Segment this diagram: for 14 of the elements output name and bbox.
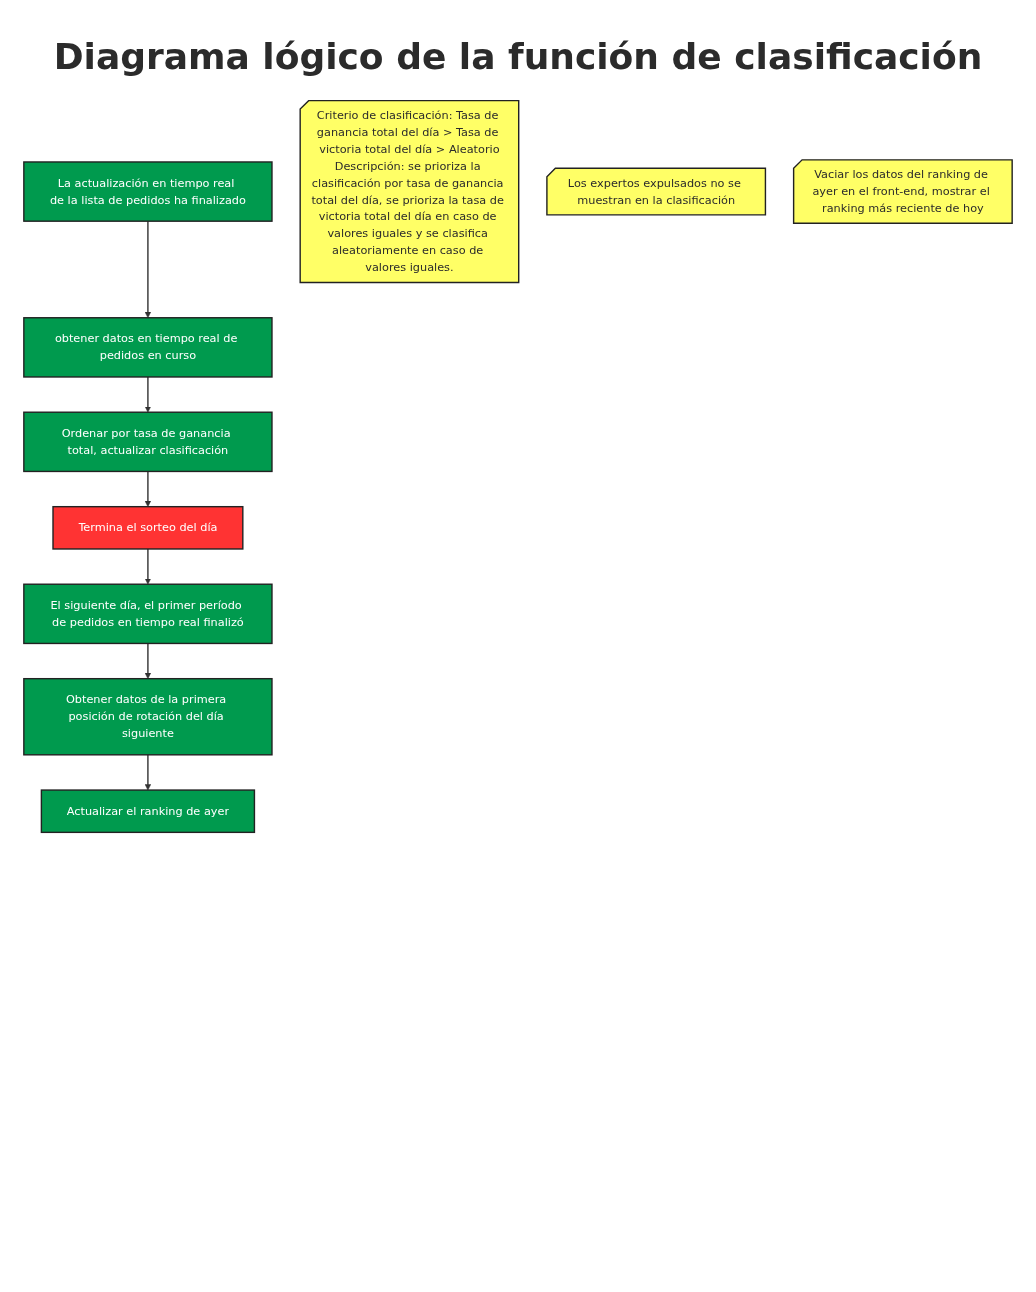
arrow xyxy=(144,470,151,507)
arrow xyxy=(144,642,151,679)
arrow xyxy=(144,376,151,413)
node-box: Actualizar el ranking de ayer xyxy=(40,789,256,834)
node-box: Ordenar por tasa de ganancia total, actualizar clasificación xyxy=(23,411,273,473)
node-box: La actualización en tiempo real de la lista de pedidos ha finalizado xyxy=(23,161,273,222)
diagram-title: Diagrama lógico de la función de clasificación xyxy=(52,35,984,79)
arrow xyxy=(144,754,151,791)
arrow xyxy=(144,548,151,585)
node-box: Obtener datos de la primera posición de rotación del día siguiente xyxy=(23,678,273,756)
node-box: obtener datos en tiempo real de pedidos en curso xyxy=(23,317,273,378)
arrow xyxy=(144,220,151,319)
node-box: El siguiente día, el primer período de pedidos en tiempo real finalizó xyxy=(23,583,273,645)
node-box: Termina el sorteo del día xyxy=(52,505,244,550)
